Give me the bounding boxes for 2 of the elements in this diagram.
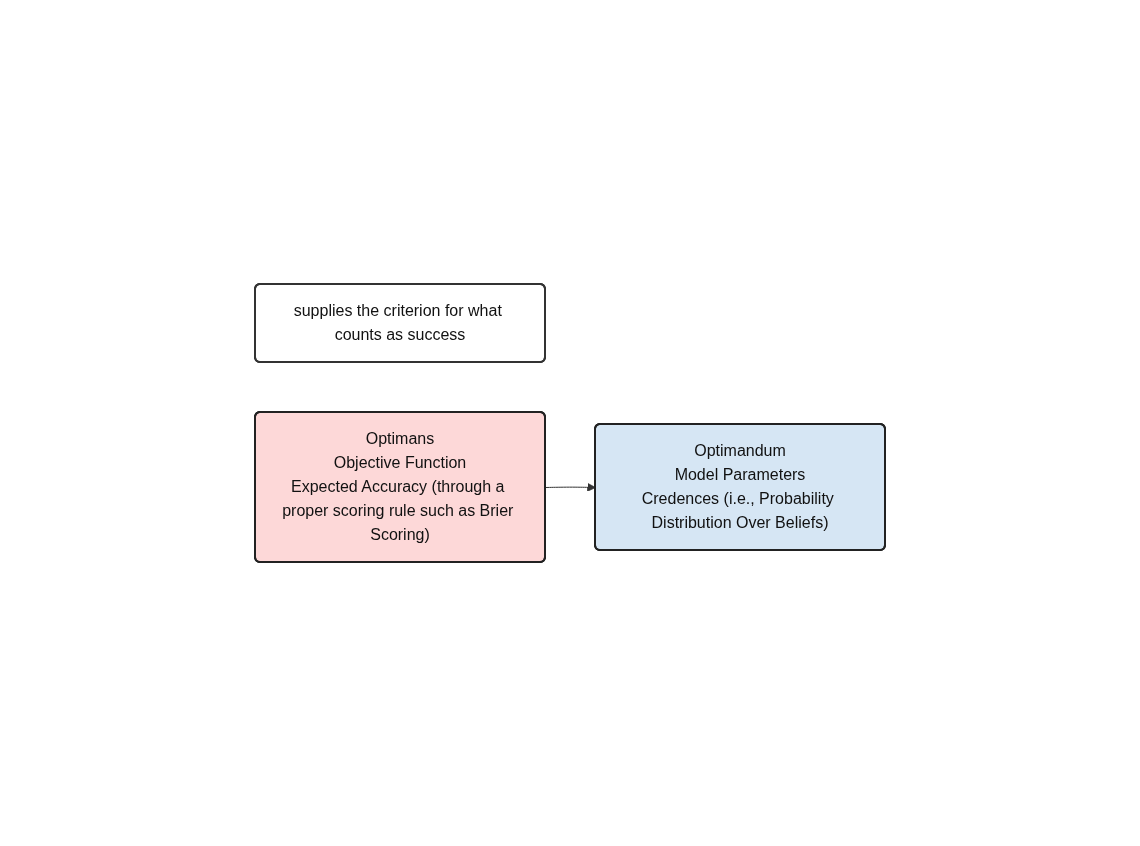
node-text: supplies the criterion for what counts as success [293,302,502,343]
arrow [545,482,596,492]
